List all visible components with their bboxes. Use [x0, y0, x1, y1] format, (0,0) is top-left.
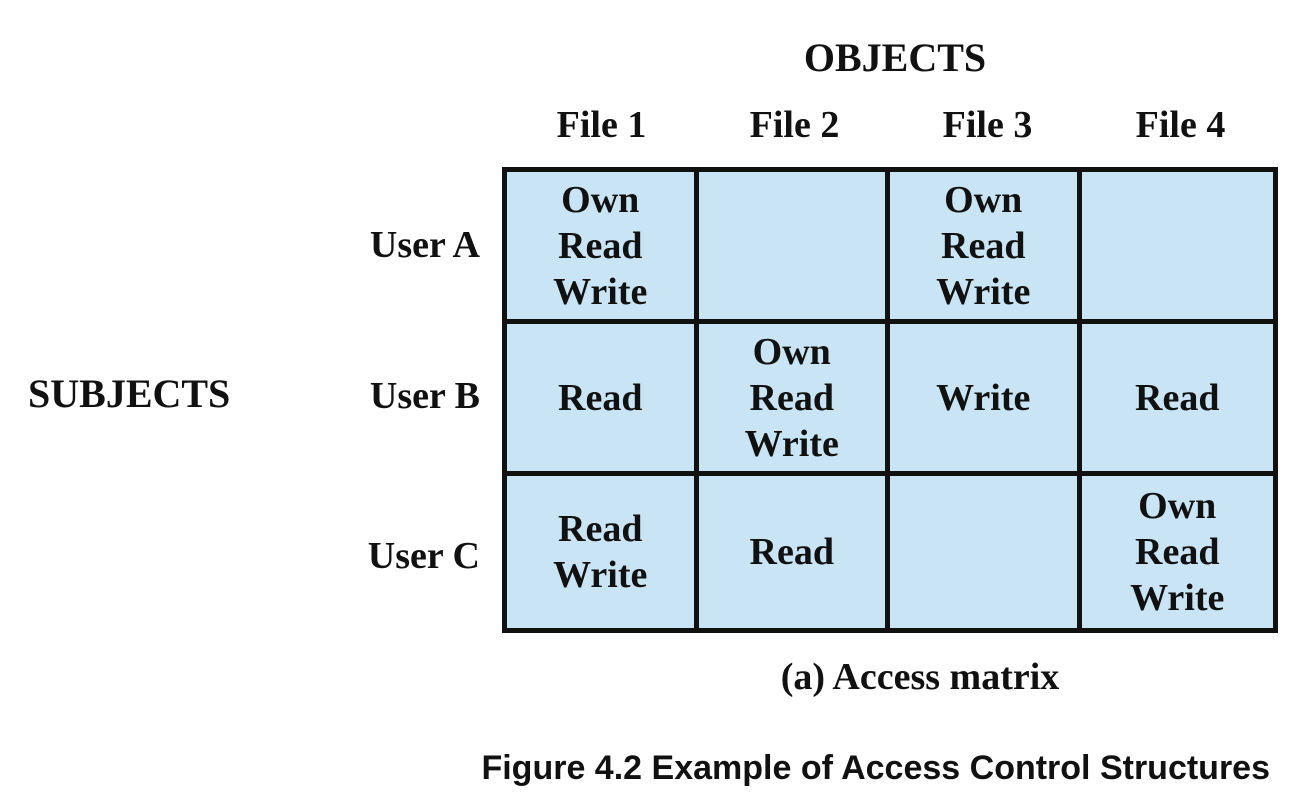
permission-label: Own: [561, 178, 640, 221]
permission-label: Read: [558, 376, 643, 419]
permission-label: Own: [752, 330, 831, 373]
matrix-cell-r2-c3: Write: [890, 324, 1082, 476]
permission-label: Write: [553, 554, 648, 596]
figure-title: Figure 4.2 Example of Access Control Str…: [481, 749, 1270, 787]
row-header-user-c: User C: [367, 535, 480, 577]
matrix-cell-r1-c4: [1081, 172, 1273, 324]
permission-label: Read: [941, 224, 1026, 267]
permission-label: Write: [553, 270, 648, 313]
row-header-user-b: User B: [369, 375, 480, 417]
row-header-user-a: User A: [369, 224, 480, 266]
matrix-cell-r3-c2: Read: [699, 476, 890, 628]
column-header-file-2: File 2: [749, 104, 840, 146]
permission-label: Write: [1130, 577, 1225, 619]
permission-label: Read: [558, 224, 643, 267]
permission-label: Write: [744, 422, 839, 465]
permission-label: Own: [1138, 485, 1217, 527]
permission-label: Read: [749, 376, 834, 419]
permission-label: Read: [558, 508, 643, 550]
permission-label: Write: [936, 376, 1031, 419]
matrix-cell-r2-c1: Read: [507, 324, 699, 476]
permission-label: Read: [749, 531, 834, 573]
matrix-cell-r2-c4: Read: [1081, 324, 1273, 476]
matrix-cell-r3-c3: [890, 476, 1082, 628]
objects-axis-title: OBJECTS: [803, 35, 987, 80]
column-header-file-3: File 3: [942, 104, 1033, 146]
matrix-cell-r1-c2: [698, 172, 890, 324]
matrix-caption: (a) Access matrix: [780, 656, 1060, 698]
permission-label: Write: [936, 270, 1031, 313]
column-header-file-4: File 4: [1135, 104, 1226, 146]
permission-label: Own: [944, 178, 1023, 221]
subjects-axis-title: SUBJECTS: [28, 371, 231, 416]
permission-label: Read: [1135, 531, 1220, 573]
column-header-file-1: File 1: [556, 104, 647, 146]
permission-label: Read: [1135, 376, 1220, 419]
